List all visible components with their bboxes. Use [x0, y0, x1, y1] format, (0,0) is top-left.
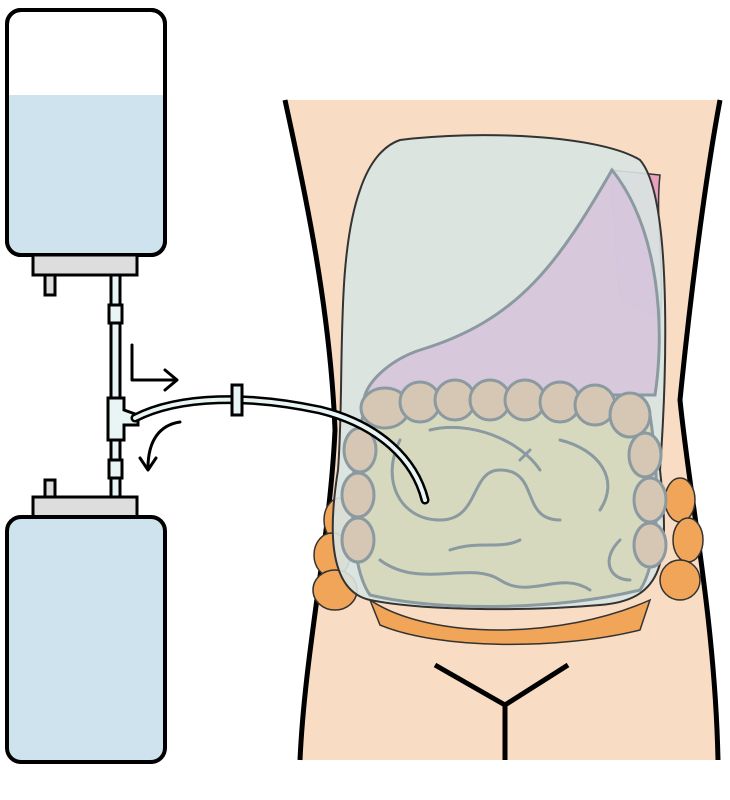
- flow-in-arrow-icon: [130, 343, 179, 392]
- dialysate-bag-full: [5, 8, 167, 297]
- drain-bag: [5, 478, 167, 764]
- flow-out-arrow-icon: [138, 420, 182, 472]
- tubing: [106, 273, 140, 499]
- small-intestine: [340, 378, 668, 608]
- catheter-clamp: [230, 383, 244, 417]
- colon-haustra: [340, 378, 668, 569]
- stomach: [362, 167, 661, 397]
